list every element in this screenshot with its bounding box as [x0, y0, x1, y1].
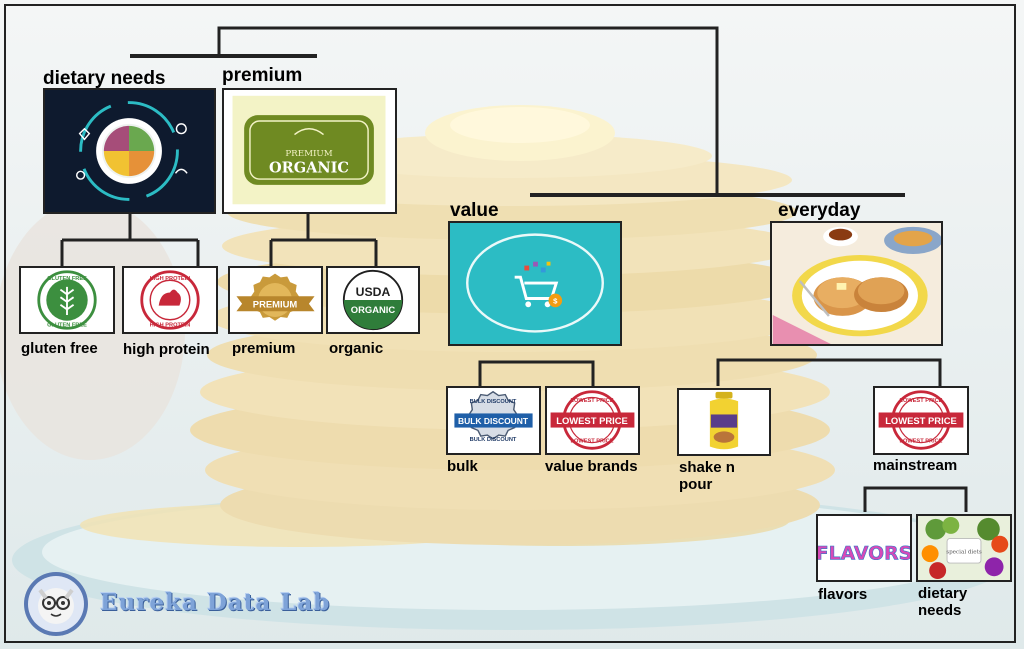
label-premium: premium [222, 65, 303, 86]
usda-text: USDA [356, 285, 391, 299]
tile-usda-organic: USDA ORGANIC [326, 266, 420, 334]
tile-bulk-discount: BULK DISCOUNT BULK DISCOUNT BULK DISCOUN… [446, 386, 541, 455]
mainstream-lowest-price-top-text: LOWEST PRICE [900, 398, 943, 404]
label-bulk: bulk [447, 458, 478, 475]
mainstream-lowest-price-center-text: LOWEST PRICE [885, 415, 957, 426]
tile-value-cart: $ [448, 221, 622, 346]
label-dietary-needs-sub: dietary needs [918, 585, 968, 620]
label-premium-sub: premium [232, 340, 296, 357]
premium-organic-line2: ORGANIC [269, 159, 349, 176]
label-mainstream: mainstream [873, 457, 958, 474]
tile-premium-organic: PREMIUM ORGANIC [222, 88, 397, 214]
label-value-brands: value brands [545, 458, 638, 475]
label-gluten-free: gluten free [21, 340, 98, 357]
label-value: value [450, 200, 499, 221]
high-protein-top-text: HIGH PROTEIN [150, 276, 191, 282]
premium-ribbon-text: PREMIUM [253, 299, 298, 310]
lowest-price-top-text: LOWEST PRICE [571, 398, 614, 404]
eureka-logo [24, 572, 88, 636]
tile-gluten-free: GLUTEN FREE GLUTEN FREE [19, 266, 115, 334]
tile-lowest-price-value: LOWEST PRICE LOWEST PRICE LOWEST PRICE [545, 386, 640, 455]
tile-special-diets: special diets [916, 514, 1012, 582]
tile-shake-n-pour [677, 388, 771, 456]
high-protein-bottom-text: HIGH PROTEIN [150, 322, 191, 328]
tile-flavors: FLAVORS [816, 514, 912, 582]
bulk-bottom-text: BULK DISCOUNT [470, 437, 517, 443]
lowest-price-center-text: LOWEST PRICE [556, 415, 628, 426]
premium-organic-line1: PREMIUM [285, 149, 332, 159]
tile-everyday-pancakes [770, 221, 943, 346]
svg-text:$: $ [553, 296, 558, 305]
tile-lowest-price-mainstream: LOWEST PRICE LOWEST PRICE LOWEST PRICE [873, 386, 969, 455]
label-everyday: everyday [778, 200, 861, 221]
usda-organic-text: ORGANIC [351, 304, 396, 315]
gluten-free-bottom-text: GLUTEN FREE [47, 322, 87, 328]
special-diets-text: special diets [946, 550, 982, 556]
label-shake-n-pour: shake n pour [679, 459, 735, 494]
bulk-top-text: BULK DISCOUNT [470, 399, 517, 405]
tile-premium-ribbon: PREMIUM [228, 266, 323, 334]
bulk-center-text: BULK DISCOUNT [458, 416, 529, 426]
brand-name: Eureka Data Lab [100, 589, 331, 616]
tile-high-protein: HIGH PROTEIN HIGH PROTEIN [122, 266, 218, 334]
gluten-free-top-text: GLUTEN FREE [47, 276, 87, 282]
label-flavors: flavors [818, 586, 868, 603]
lowest-price-bottom-text: LOWEST PRICE [571, 439, 614, 445]
label-high-protein: high protein [123, 341, 210, 358]
flavors-word: FLAVORS [818, 543, 910, 564]
mainstream-lowest-price-bottom-text: LOWEST PRICE [900, 439, 943, 445]
tile-dietary-needs [43, 88, 216, 214]
label-organic: organic [329, 340, 384, 357]
label-dietary-needs: dietary needs [43, 68, 166, 89]
